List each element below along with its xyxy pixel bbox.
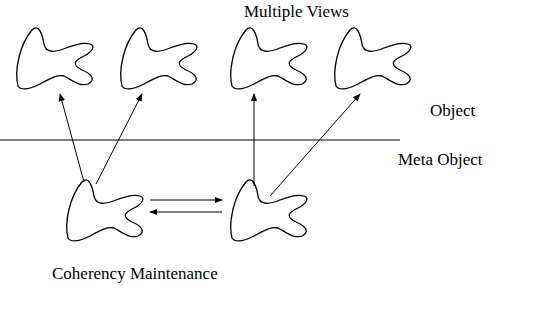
view-arrows xyxy=(60,94,360,196)
layer-label: Object xyxy=(430,101,475,121)
layer-label: Meta Object xyxy=(398,150,483,170)
coherency-arrows xyxy=(150,200,222,212)
separator-line xyxy=(0,140,400,141)
diagram-title: Multiple Views xyxy=(244,2,349,22)
meta-shapes xyxy=(67,180,307,241)
diagram-caption: Coherency Maintenance xyxy=(52,264,218,284)
view-shapes xyxy=(17,28,411,89)
